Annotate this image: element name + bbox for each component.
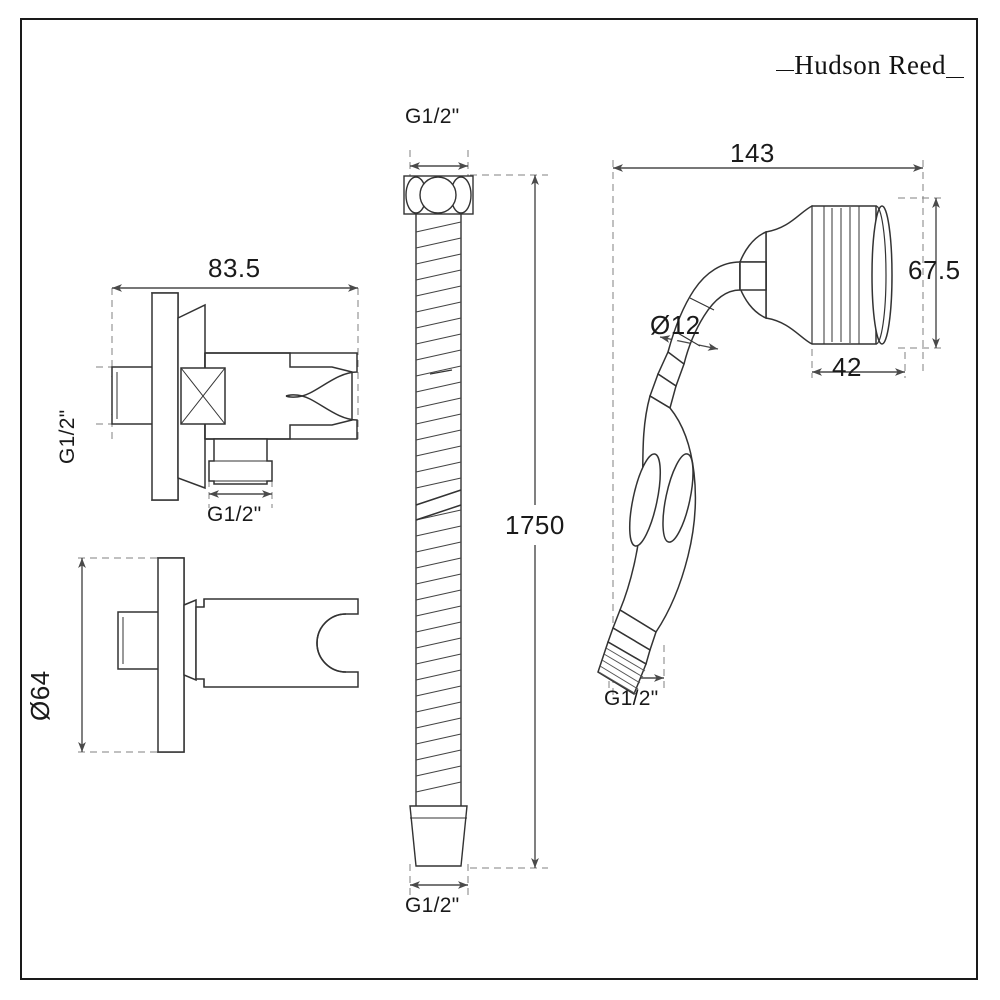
dim-holder-plate-diameter: Ø64 (25, 670, 55, 721)
dim-elbow-inlet-thread: G1/2" (56, 409, 79, 464)
sheet-border (20, 18, 978, 980)
part-shower-handset (597, 205, 893, 696)
dim-hose-bottom-thread: G1/2" (405, 894, 460, 917)
dim-handset-inlet-thread: G1/2" (604, 687, 659, 710)
part-handset-holder (117, 557, 359, 753)
brand-logo: Hudson Reed (776, 50, 964, 81)
dim-elbow-width: 83.5 (208, 253, 261, 283)
dim-head-depth: 42 (832, 352, 862, 382)
dim-elbow-outlet-thread: G1/2" (207, 503, 262, 526)
handset-thread-lines (598, 647, 646, 695)
part-shower-hose (403, 175, 474, 867)
part-wall-elbow (111, 292, 358, 501)
hose-coil-pattern (415, 221, 462, 793)
logo-right-rule (946, 76, 964, 78)
dimension-lines-group (78, 162, 940, 889)
dim-hose-length: 1750 (505, 510, 565, 540)
dim-handset-overall-length: 143 (730, 138, 775, 168)
brand-name: Hudson Reed (794, 50, 946, 80)
dim-head-diameter: 67.5 (908, 255, 961, 285)
logo-left-rule (776, 69, 795, 71)
dim-hose-top-thread: G1/2" (405, 105, 460, 128)
dim-neck-diameter: Ø12 (650, 310, 701, 340)
